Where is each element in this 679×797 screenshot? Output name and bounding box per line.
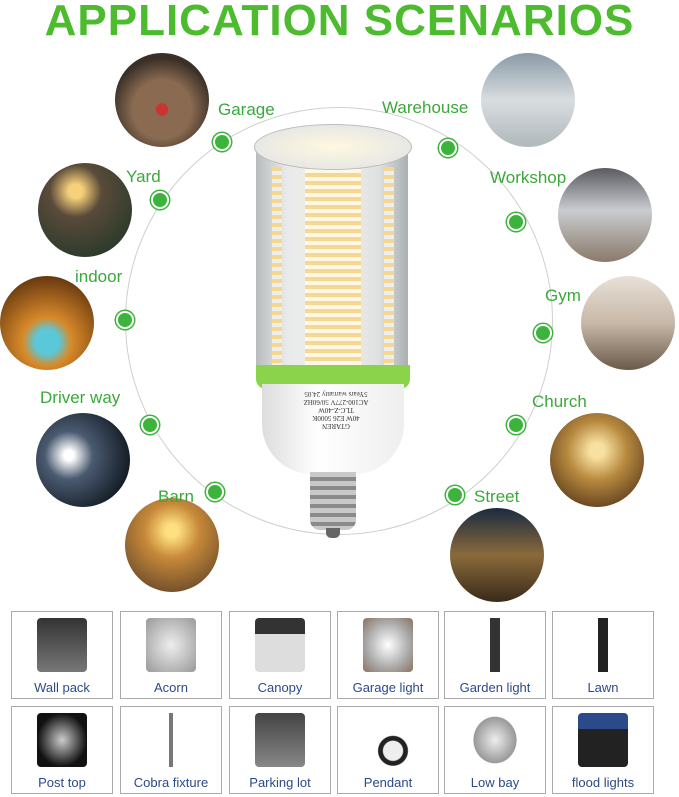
- bulb-model: TLC-Z-40W: [318, 406, 354, 414]
- workshop-photo: [558, 168, 652, 262]
- fixture-image: [255, 618, 305, 672]
- label-barn: Barn: [158, 487, 194, 506]
- fixture-image: [255, 713, 305, 767]
- fixture-image: [363, 618, 413, 672]
- corn-led-bulb: GTAREN 40W E26 5000K TLC-Z-40W AC100-277…: [250, 122, 416, 542]
- bulb-warranty: 5Years warranty 24.05: [304, 390, 368, 398]
- fixture-lawn: Lawn: [552, 611, 654, 699]
- fixture-caption: Acorn: [154, 680, 188, 695]
- driver-way-photo: [36, 413, 130, 507]
- fixture-low-bay: Low bay: [444, 706, 546, 794]
- driver-way-marker: [141, 416, 159, 434]
- gym-marker: [534, 324, 552, 342]
- fixture-image: [37, 618, 87, 672]
- fixture-caption: Canopy: [257, 680, 303, 695]
- label-yard: Yard: [126, 167, 161, 186]
- warehouse-marker: [439, 139, 457, 157]
- fixture-garage-light: Garage light: [337, 611, 439, 699]
- fixture-caption: Parking lot: [249, 775, 311, 790]
- bulb-voltage: AC100-277V 50/60HZ: [303, 398, 369, 406]
- barn-photo: [125, 498, 219, 592]
- fixture-caption: Low bay: [470, 775, 520, 790]
- fixture-caption: Cobra fixture: [133, 775, 209, 790]
- fixture-image: [470, 713, 520, 767]
- page-title: APPLICATION SCENARIOS: [44, 0, 635, 45]
- garage-photo: [115, 53, 209, 147]
- church-marker: [507, 416, 525, 434]
- label-workshop: Workshop: [490, 168, 567, 187]
- yard-marker: [151, 191, 169, 209]
- fixture-post-top: Post top: [11, 706, 113, 794]
- fixture-image: [578, 713, 628, 767]
- street-photo: [450, 508, 544, 602]
- fixture-caption: flood lights: [571, 775, 635, 790]
- label-gym: Gym: [545, 286, 581, 305]
- fixture-pendant: Pendant: [337, 706, 439, 794]
- street-marker: [446, 486, 464, 504]
- fixture-image: [363, 713, 413, 767]
- fixture-cobra-fixture: Cobra fixture: [120, 706, 222, 794]
- garage-marker: [213, 133, 231, 151]
- fixture-garden-light: Garden light: [444, 611, 546, 699]
- fixture-wall-pack: Wall pack: [11, 611, 113, 699]
- fixture-image: [146, 713, 196, 767]
- barn-marker: [206, 483, 224, 501]
- warehouse-photo: [481, 53, 575, 147]
- bulb-brand: GTAREN: [322, 422, 350, 430]
- label-indoor: indoor: [75, 267, 123, 286]
- fixture-flood-lights: flood lights: [552, 706, 654, 794]
- fixture-parking-lot: Parking lot: [229, 706, 331, 794]
- bulb-spec: 40W E26 5000K: [312, 414, 360, 422]
- fixture-caption: Lawn: [587, 680, 619, 695]
- gym-photo: [581, 276, 675, 370]
- fixture-image: [470, 618, 520, 672]
- label-church: Church: [532, 392, 587, 411]
- label-street: Street: [474, 487, 520, 506]
- label-warehouse: Warehouse: [382, 98, 469, 117]
- yard-photo: [38, 163, 132, 257]
- fixture-acorn: Acorn: [120, 611, 222, 699]
- bulb-label: GTAREN 40W E26 5000K TLC-Z-40W AC100-277…: [286, 390, 386, 430]
- fixture-image: [578, 618, 628, 672]
- fixture-image: [146, 618, 196, 672]
- indoor-marker: [116, 311, 134, 329]
- church-photo: [550, 413, 644, 507]
- label-garage: Garage: [218, 100, 275, 119]
- fixture-image: [37, 713, 87, 767]
- fixture-caption: Garden light: [459, 680, 531, 695]
- fixture-caption: Pendant: [363, 775, 413, 790]
- fixture-caption: Garage light: [352, 680, 424, 695]
- workshop-marker: [507, 213, 525, 231]
- label-driver-way: Driver way: [40, 388, 121, 407]
- fixture-canopy: Canopy: [229, 611, 331, 699]
- indoor-photo: [0, 276, 94, 370]
- fixture-caption: Post top: [38, 775, 86, 790]
- fixture-caption: Wall pack: [34, 680, 90, 695]
